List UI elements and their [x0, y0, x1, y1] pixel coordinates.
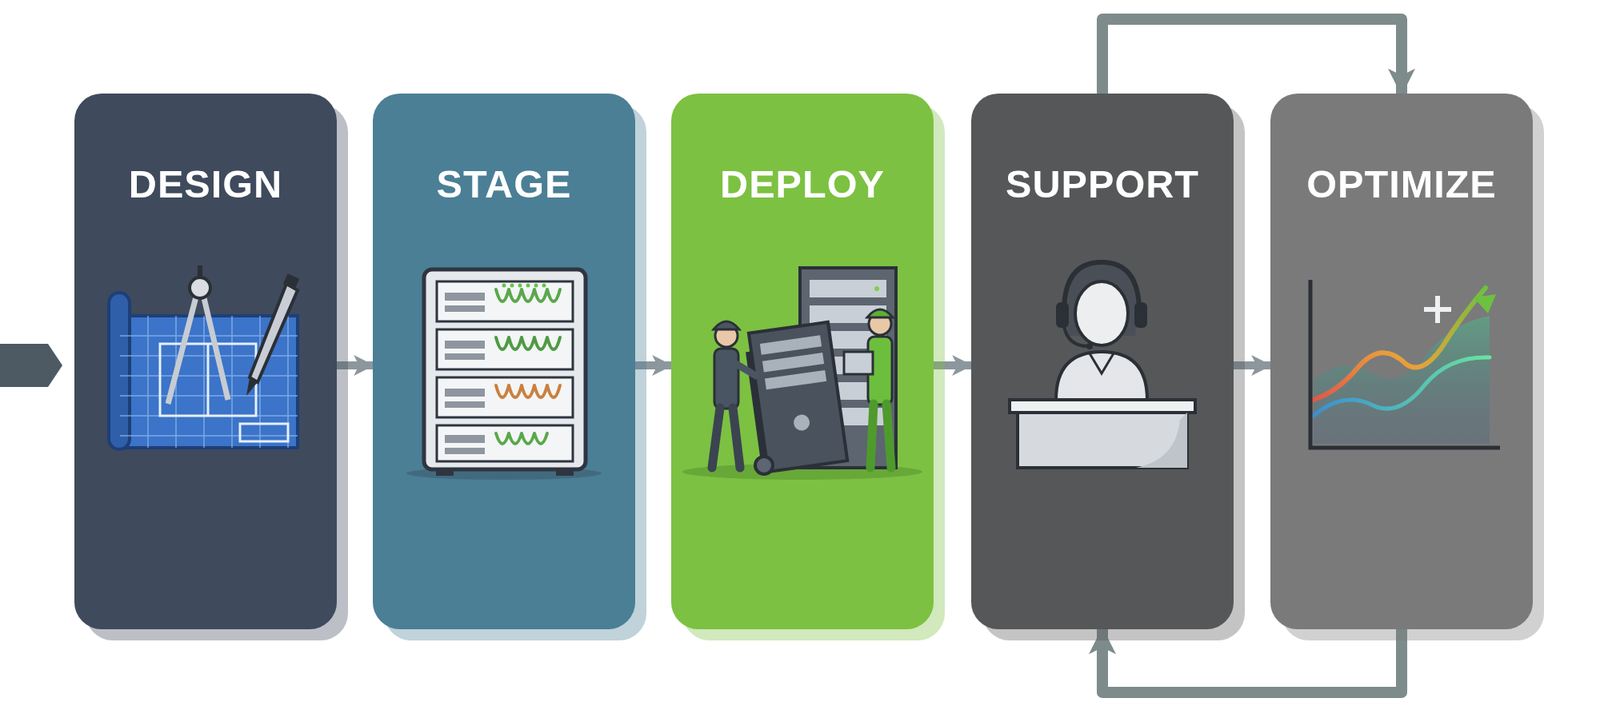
stage-box: DEPLOY	[671, 93, 934, 630]
stage-box: OPTIMIZE	[1270, 93, 1533, 630]
entry-arrow	[0, 344, 63, 388]
server-rack-icon	[406, 269, 602, 480]
stage-box: SUPPORT	[971, 93, 1234, 630]
stage-box: DESIGN	[74, 93, 337, 630]
stage-title: OPTIMIZE	[1283, 160, 1520, 208]
stage-box: STAGE	[372, 93, 636, 630]
loop-arrow	[1102, 19, 1402, 94]
flow-chevron	[1233, 361, 1271, 370]
loop-arrow	[1102, 629, 1402, 693]
blueprint-icon	[108, 265, 300, 450]
growth-chart-icon	[1310, 280, 1500, 448]
stage-title: STAGE	[385, 160, 623, 208]
support-agent-icon	[1009, 260, 1196, 468]
stage-title: DESIGN	[87, 160, 324, 208]
flow-chevron	[635, 361, 672, 370]
stage-title: SUPPORT	[984, 160, 1221, 208]
stage-title: DEPLOY	[684, 160, 921, 208]
deployment-icon	[682, 268, 923, 480]
flow-chevron	[336, 361, 373, 370]
flow-chevron	[933, 361, 972, 370]
